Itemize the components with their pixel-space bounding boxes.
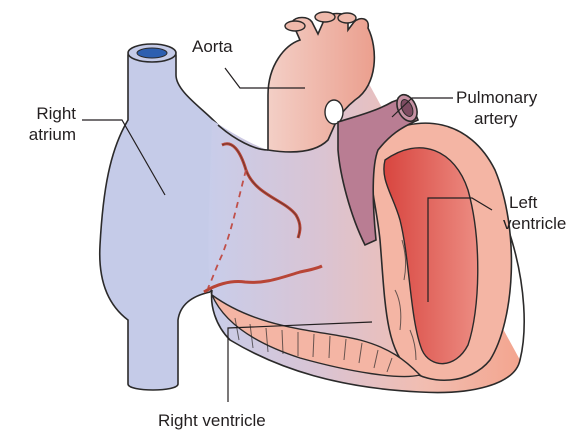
vena-cava-lumen	[137, 48, 167, 58]
label-aorta: Aorta	[192, 36, 233, 57]
aorta-branch-3	[338, 13, 356, 23]
aorta-branch-2	[315, 12, 335, 22]
label-right-atrium: Right atrium	[14, 103, 76, 145]
aorta-branch-1	[285, 21, 305, 31]
label-pulmonary-artery-line2: artery	[474, 108, 537, 129]
label-left-ventricle-line1: Left	[509, 192, 566, 213]
label-left-ventricle: Left ventricle	[503, 192, 566, 234]
label-left-ventricle-line2: ventricle	[503, 213, 566, 234]
label-pulmonary-artery-line1: Pulmonary	[456, 87, 537, 108]
label-right-ventricle-text: Right ventricle	[158, 410, 266, 431]
label-right-atrium-line1: Right	[14, 103, 76, 124]
aorta-gap	[325, 100, 343, 124]
label-aorta-text: Aorta	[192, 36, 233, 57]
label-right-ventricle: Right ventricle	[158, 410, 266, 431]
label-pulmonary-artery: Pulmonary artery	[456, 87, 537, 129]
label-right-atrium-line2: atrium	[14, 124, 76, 145]
